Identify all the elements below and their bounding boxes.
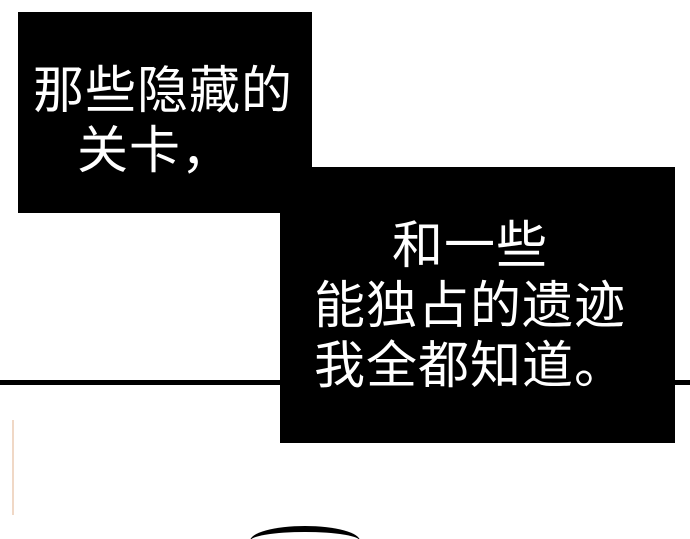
- faint-edge-mark: [12, 420, 14, 515]
- caption-line: 和一些: [391, 217, 549, 276]
- caption-line: 那些隐藏的: [32, 62, 294, 121]
- caption-line: 关卡，: [76, 122, 234, 181]
- caption-line: 我全都知道。: [313, 337, 627, 396]
- caption-line: 能独占的遗迹: [313, 277, 627, 336]
- panel-divider-left: [0, 380, 292, 385]
- panel-divider-right: [660, 380, 690, 385]
- partial-curve-art: [250, 526, 360, 539]
- caption-box-center-right: 和一些 能独占的遗迹 我全都知道。: [280, 167, 675, 443]
- caption-box-top-left: 那些隐藏的 关卡，: [18, 12, 312, 213]
